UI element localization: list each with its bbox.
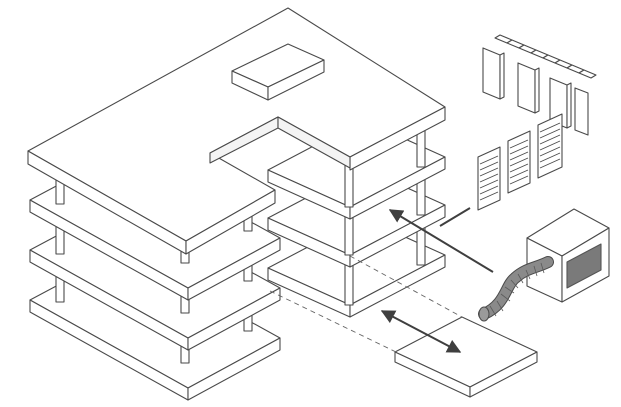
prefab-panels-top	[483, 35, 596, 135]
hvac-unit	[527, 209, 609, 302]
panel-cap-row	[495, 35, 596, 78]
tall-panels	[483, 48, 588, 135]
